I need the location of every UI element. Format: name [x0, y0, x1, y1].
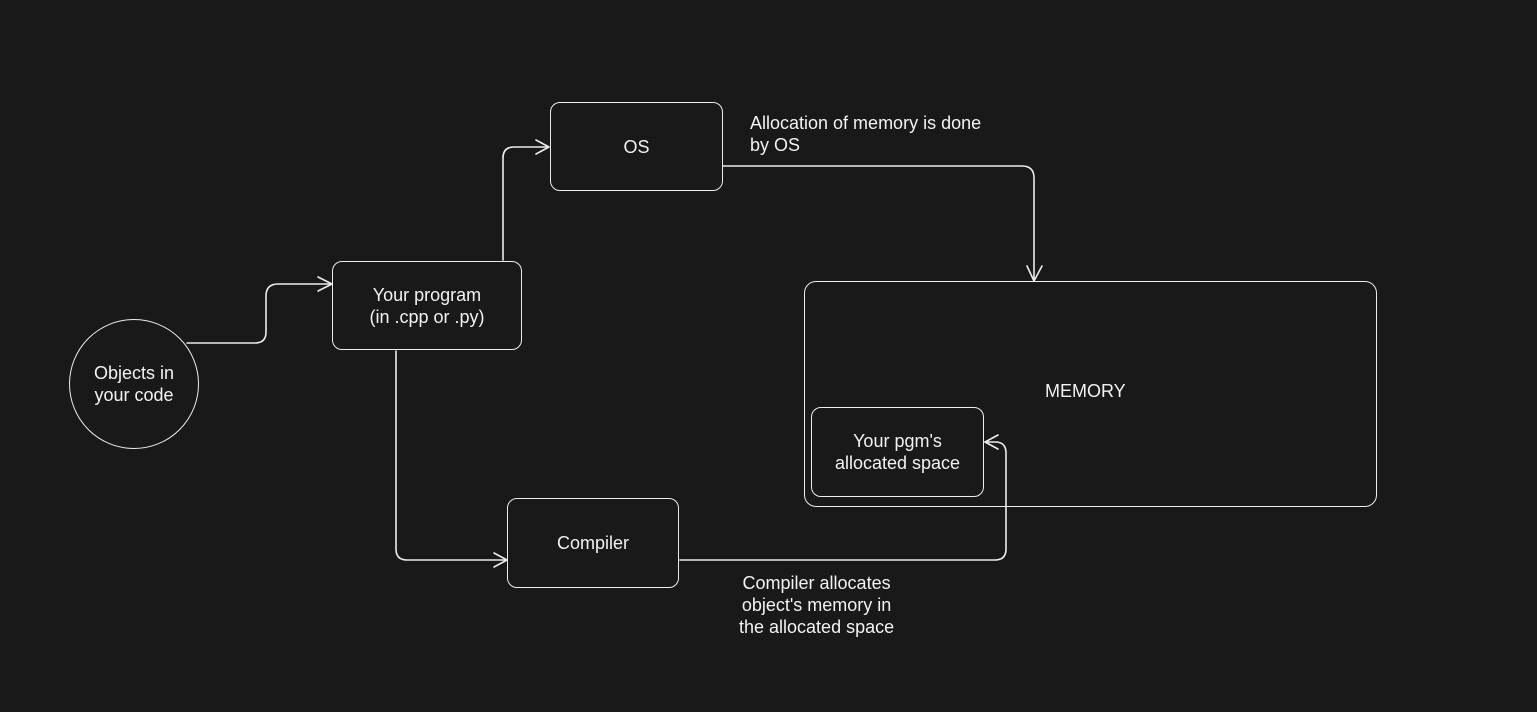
arrow-objects-to-program — [186, 283, 332, 344]
arrowhead-compiler-to-allocated — [984, 434, 999, 450]
memory-node — [804, 281, 1377, 507]
memory-node-label: MEMORY — [1045, 381, 1126, 401]
program-node-label: Your program (in .cpp or .py) — [369, 284, 485, 327]
compiler-node-label: Compiler — [556, 533, 630, 553]
compiler-note: Compiler allocates object's memory in th… — [739, 573, 895, 637]
objects-node: Objects in your code — [69, 319, 199, 449]
arrow-program-to-os — [502, 146, 549, 261]
arrow-program-to-compiler — [395, 350, 507, 561]
allocated-space-node-label: Your pgm's allocated space — [834, 431, 961, 473]
arrow-os-to-memory — [722, 165, 1035, 281]
compiler-node: Compiler — [507, 498, 679, 588]
os-note: Allocation of memory is done by OS — [750, 113, 982, 155]
allocated-space-node: Your pgm's allocated space — [811, 407, 984, 497]
os-node-label: OS — [623, 136, 650, 157]
arrow-compiler-to-allocated — [679, 441, 1007, 561]
objects-node-label: Objects in your code — [93, 363, 175, 405]
os-node: OS — [550, 102, 723, 191]
arrowhead-program-to-os — [535, 139, 550, 155]
program-node: Your program (in .cpp or .py) — [332, 261, 522, 350]
